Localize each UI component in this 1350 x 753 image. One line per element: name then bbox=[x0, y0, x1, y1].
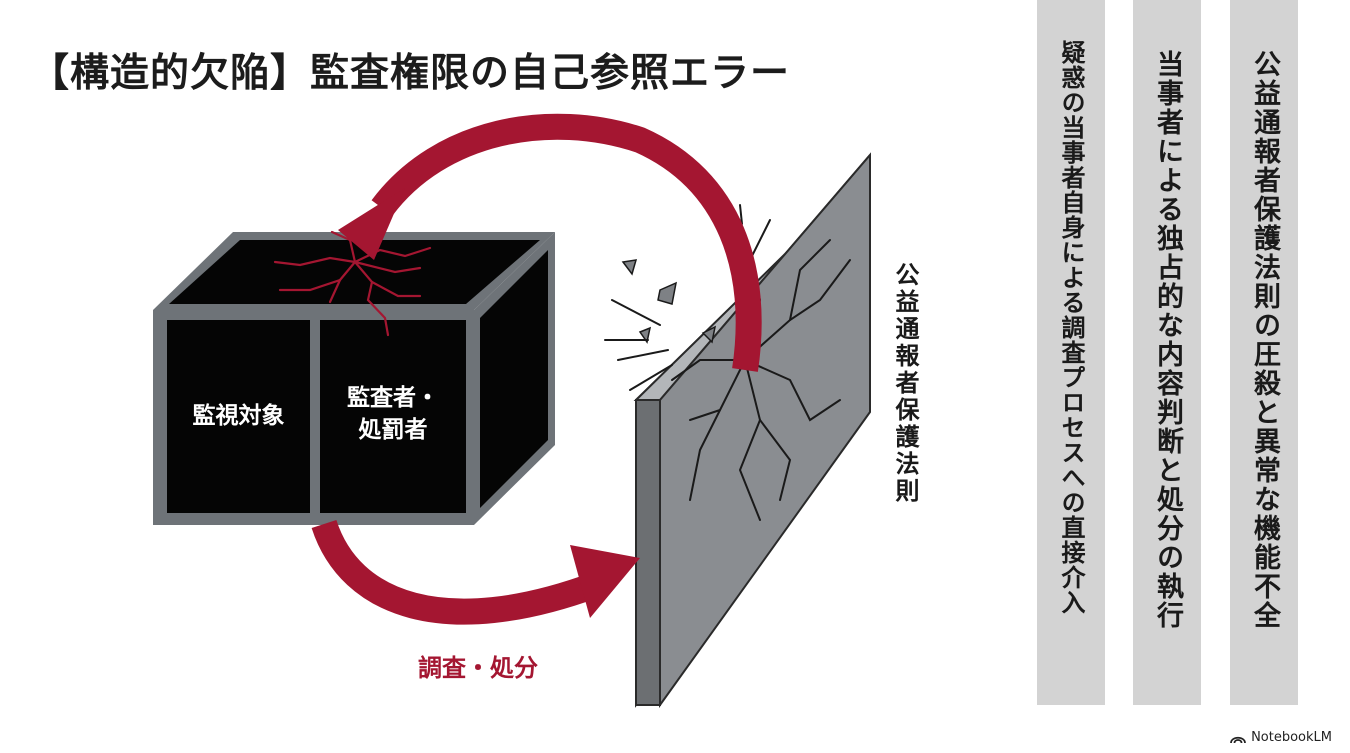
wall-face bbox=[659, 152, 871, 709]
box-label-monitored: 監視対象 bbox=[192, 403, 285, 429]
box-label-auditor: 監査者・ 処罰者 bbox=[320, 382, 466, 446]
column-2: 当事者による独占的な内容判断と処分の執行 bbox=[1133, 0, 1201, 705]
arrow-label: 調査・処分 bbox=[418, 654, 538, 682]
column-1: 疑惑の当事者自身による調査プロセスへの直接介入 bbox=[1037, 0, 1105, 705]
wall bbox=[604, 152, 871, 709]
wall-edge bbox=[635, 399, 661, 706]
wall-label: 公益通報者保護法則 bbox=[891, 262, 919, 505]
black-box bbox=[153, 230, 555, 525]
column-3-text: 公益通報者保護法則の圧殺と異常な機能不全 bbox=[1249, 50, 1280, 630]
box-label-auditor-line1: 監査者・ bbox=[347, 385, 439, 411]
notebooklm-logo-icon bbox=[1230, 736, 1246, 743]
top-arrow bbox=[338, 113, 762, 372]
top-arrowhead bbox=[338, 188, 405, 260]
page-title: 【構造的欠陥】監査権限の自己参照エラー bbox=[30, 51, 791, 96]
wall-debris bbox=[621, 259, 717, 344]
brand-name: NotebookLM bbox=[1251, 730, 1332, 745]
brand: NotebookLM bbox=[1230, 730, 1332, 745]
box-label-auditor-line2: 処罰者 bbox=[358, 417, 428, 443]
column-2-text: 当事者による独占的な内容判断と処分の執行 bbox=[1152, 50, 1183, 630]
column-3: 公益通報者保護法則の圧殺と異常な機能不全 bbox=[1230, 0, 1298, 705]
bottom-arrowhead bbox=[570, 545, 640, 618]
column-1-text: 疑惑の当事者自身による調査プロセスへの直接介入 bbox=[1057, 40, 1085, 615]
diagram bbox=[153, 113, 871, 709]
bottom-arrow bbox=[311, 519, 640, 625]
